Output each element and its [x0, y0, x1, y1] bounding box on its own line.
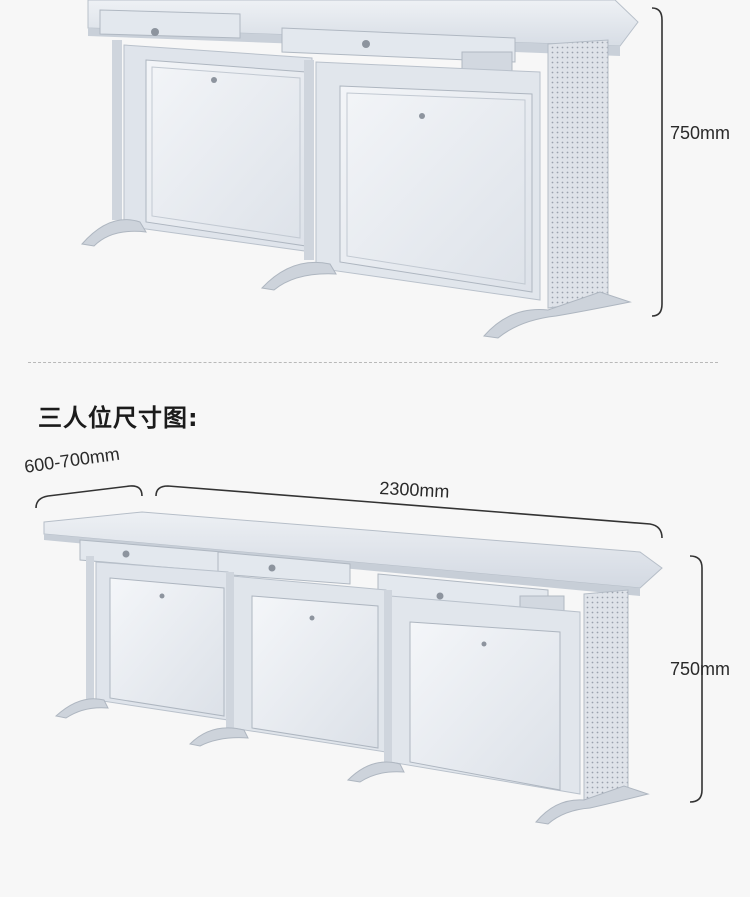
- desk-foot: [535, 785, 650, 825]
- cabinet-door-right: [409, 621, 561, 791]
- desk-foot: [346, 761, 405, 783]
- desktop-surface: [87, 0, 639, 47]
- section-title: 三人位尺寸图:: [38, 404, 199, 432]
- desk-foot: [54, 698, 109, 719]
- height-dimension-line: [689, 555, 703, 803]
- lock-icon: [436, 592, 444, 600]
- depth-dimension-line: [35, 485, 143, 509]
- height-dimension-label: 750mm: [670, 659, 731, 679]
- cabinet-door-middle: [251, 595, 379, 749]
- three-seat-desk-photo: 600-700mm 2300mm 750mm: [0, 440, 750, 897]
- two-seat-desk-illustration: [81, 0, 663, 339]
- cabinet-door-left: [109, 577, 225, 717]
- cabinet-door-right: [339, 85, 533, 293]
- perforated-side-panel: [583, 589, 629, 801]
- lock-icon: [151, 28, 159, 36]
- desk-foot: [188, 727, 249, 747]
- perforated-side-panel: [547, 39, 609, 309]
- cabinet-door-left: [145, 59, 307, 247]
- desk-foot: [483, 291, 632, 339]
- desk-foot: [81, 219, 147, 247]
- lock-icon: [268, 564, 276, 572]
- height-dimension-line: [651, 7, 663, 317]
- desk-foot: [260, 261, 337, 291]
- keyboard-drawer-left: [99, 9, 241, 39]
- lock-icon: [362, 40, 370, 48]
- height-dimension-label: 750mm: [670, 123, 731, 143]
- lock-icon: [122, 550, 130, 558]
- width-dimension-label: 2300mm: [378, 478, 450, 502]
- keyboard-drawer-right: [281, 27, 516, 63]
- two-seat-desk-photo: 750mm: [0, 0, 750, 345]
- three-seat-desk-illustration: [35, 485, 703, 825]
- keyboard-drawer-middle: [217, 551, 351, 585]
- dashed-divider: [28, 362, 718, 363]
- width-dimension-line: [155, 485, 663, 539]
